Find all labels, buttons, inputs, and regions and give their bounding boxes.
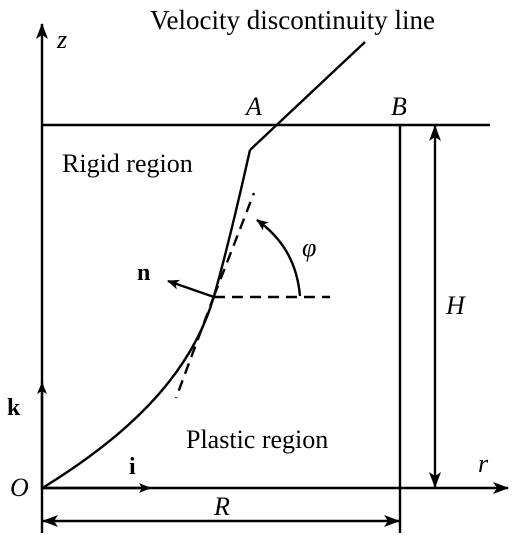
h-dimension-label: H [445, 291, 466, 320]
normal-vector-label: n [137, 260, 150, 286]
rigid-region-label: Rigid region [62, 149, 193, 178]
lower-tangent-dashed [174, 295, 216, 399]
point-a-label: A [244, 92, 262, 121]
z-axis-label: z [56, 25, 67, 54]
origin-label: O [10, 473, 29, 502]
upper-tangent-dashed [212, 192, 256, 297]
r-axis-label: r [478, 449, 489, 478]
leader-line [249, 41, 366, 151]
unit-i-label: i [129, 454, 136, 480]
normal-vector-arrow [167, 279, 215, 299]
r-dimension-label: R [213, 492, 230, 521]
velocity-discontinuity-curve [43, 149, 252, 489]
velocity-discontinuity-label: Velocity discontinuity line [150, 5, 435, 35]
angle-phi-arc [256, 219, 302, 297]
plastic-region-label: Plastic region [186, 425, 328, 454]
point-b-label: B [391, 92, 407, 121]
unit-k-label: k [7, 395, 21, 421]
angle-phi-label: φ [302, 233, 316, 262]
